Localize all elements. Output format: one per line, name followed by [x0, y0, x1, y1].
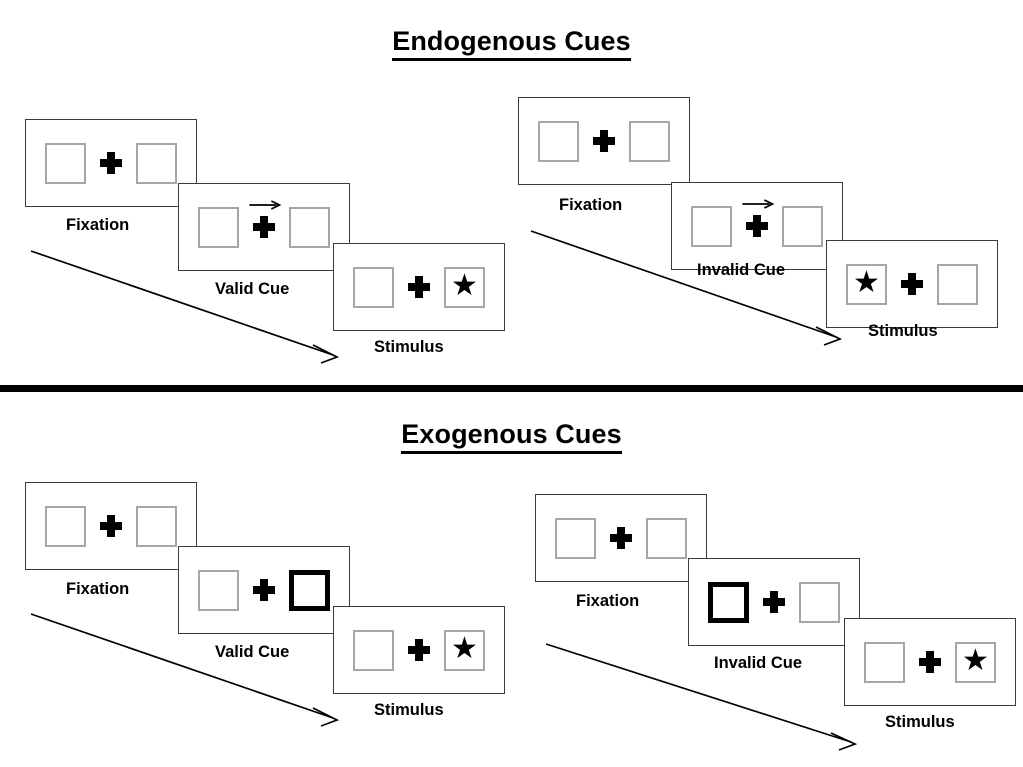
- right-box-cued: [289, 569, 330, 611]
- frame-exogenous-invalid-stimulus: ★: [844, 618, 1016, 706]
- frame-exogenous-valid-fixation: [25, 482, 197, 570]
- frame-endogenous-invalid-cue: [671, 182, 843, 270]
- fixation-cross-icon: [249, 200, 282, 238]
- left-box: [45, 505, 86, 547]
- frame-endogenous-valid-cue: [178, 183, 350, 271]
- arrow-right-cue-icon: [742, 199, 775, 209]
- section-title-endogenous-text: Endogenous Cues: [392, 26, 631, 61]
- time-arrow-exogenous-invalid: [545, 643, 858, 751]
- frame-endogenous-valid-fixation: [25, 119, 197, 207]
- section-divider: [0, 385, 1023, 392]
- frame-content: [45, 142, 177, 184]
- left-box: [198, 569, 239, 611]
- fixation-cross-icon: [253, 579, 275, 601]
- frame-content: [555, 517, 687, 559]
- star-target-icon: ★: [962, 644, 989, 677]
- frame-content: [691, 199, 823, 247]
- left-box: [353, 266, 394, 308]
- frame-content: [198, 569, 330, 611]
- right-box-with-target: ★: [444, 266, 485, 308]
- fixation-cross-icon: [593, 130, 615, 152]
- caption-endogenous-invalid-stimulus: Stimulus: [868, 322, 938, 340]
- frame-endogenous-invalid-stimulus: ★: [826, 240, 998, 328]
- left-box: [45, 142, 86, 184]
- caption-exogenous-valid-stimulus: Stimulus: [374, 701, 444, 719]
- frame-content: [708, 581, 840, 623]
- right-box: [937, 263, 978, 305]
- caption-endogenous-invalid-fixation: Fixation: [559, 196, 623, 214]
- fixation-cross-icon: [100, 152, 122, 174]
- frame-endogenous-valid-stimulus: ★: [333, 243, 505, 331]
- right-box-with-target: ★: [444, 629, 485, 671]
- frame-content: ★: [353, 629, 485, 671]
- fixation-cross-icon: [408, 639, 430, 661]
- left-box: [864, 641, 905, 683]
- caption-endogenous-valid-stimulus: Stimulus: [374, 338, 444, 356]
- star-target-icon: ★: [853, 266, 880, 299]
- frame-exogenous-valid-cue: [178, 546, 350, 634]
- right-box-with-target: ★: [955, 641, 996, 683]
- caption-exogenous-invalid-fixation: Fixation: [576, 592, 640, 610]
- right-box: [646, 517, 687, 559]
- frame-exogenous-invalid-cue: [688, 558, 860, 646]
- fixation-cross-icon: [610, 527, 632, 549]
- left-box-with-target: ★: [846, 263, 887, 305]
- right-box: [799, 581, 840, 623]
- frame-content: ★: [846, 263, 978, 305]
- left-box-cued: [708, 581, 749, 623]
- right-box: [136, 505, 177, 547]
- section-title-exogenous-text: Exogenous Cues: [401, 419, 622, 454]
- frame-content: ★: [864, 641, 996, 683]
- right-box: [289, 206, 330, 248]
- frame-content: [198, 200, 330, 248]
- caption-endogenous-valid-fixation: Fixation: [66, 216, 130, 234]
- fixation-cross-icon: [100, 515, 122, 537]
- right-box: [136, 142, 177, 184]
- section-title-endogenous: Endogenous Cues: [0, 26, 1023, 61]
- caption-endogenous-invalid-cue: Invalid Cue: [697, 261, 786, 279]
- fixation-cross-icon: [901, 273, 923, 295]
- fixation-cross-icon: [919, 651, 941, 673]
- arrow-right-cue-icon: [249, 200, 282, 210]
- frame-content: [538, 120, 670, 162]
- caption-exogenous-invalid-stimulus: Stimulus: [885, 713, 955, 731]
- star-target-icon: ★: [451, 269, 478, 302]
- frame-content: [45, 505, 177, 547]
- frame-content: ★: [353, 266, 485, 308]
- right-box: [629, 120, 670, 162]
- fixation-cross-icon: [408, 276, 430, 298]
- star-target-icon: ★: [451, 632, 478, 665]
- left-box: [691, 205, 732, 247]
- fixation-cross-icon: [763, 591, 785, 613]
- frame-exogenous-invalid-fixation: [535, 494, 707, 582]
- caption-endogenous-valid-cue: Valid Cue: [215, 280, 290, 298]
- left-box: [555, 517, 596, 559]
- frame-exogenous-valid-stimulus: ★: [333, 606, 505, 694]
- left-box: [198, 206, 239, 248]
- left-box: [353, 629, 394, 671]
- section-title-exogenous: Exogenous Cues: [0, 419, 1023, 454]
- caption-exogenous-valid-cue: Valid Cue: [215, 643, 290, 661]
- frame-endogenous-invalid-fixation: [518, 97, 690, 185]
- left-box: [538, 120, 579, 162]
- right-box: [782, 205, 823, 247]
- fixation-cross-icon: [742, 199, 775, 237]
- caption-exogenous-valid-fixation: Fixation: [66, 580, 130, 598]
- caption-exogenous-invalid-cue: Invalid Cue: [714, 654, 803, 672]
